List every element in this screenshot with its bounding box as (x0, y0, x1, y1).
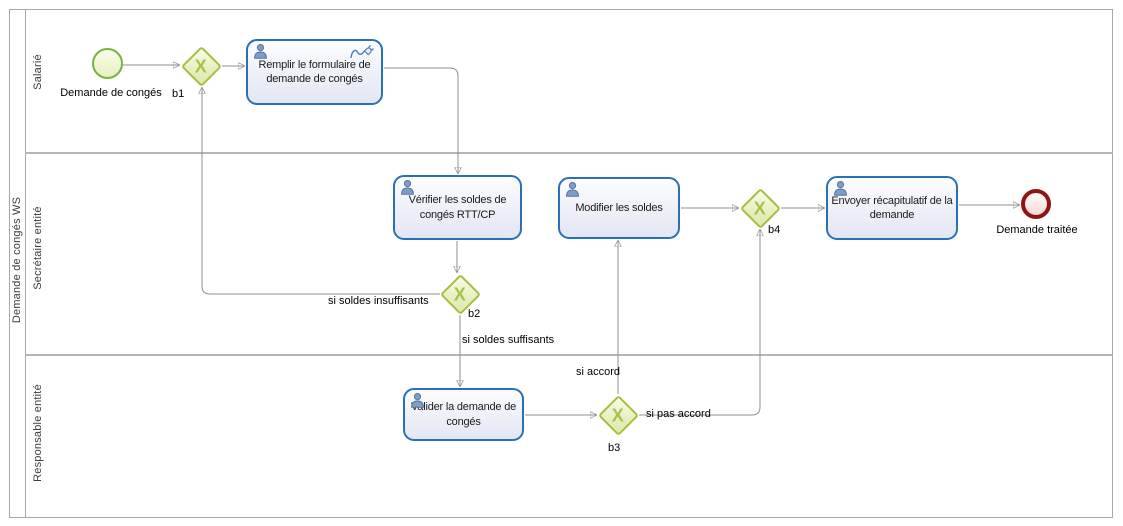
user-icon (409, 392, 426, 413)
user-icon (399, 179, 416, 200)
user-icon (832, 180, 849, 201)
task-valider-demande[interactable]: Valider la demande de congés (403, 388, 524, 441)
task-verifier-soldes[interactable]: Vérifier les soldes de congés RTT/CP (393, 175, 522, 240)
task-label: Vérifier les soldes de congés RTT/CP (408, 194, 507, 221)
lane-divider (25, 152, 1113, 154)
start-event[interactable] (92, 48, 123, 79)
pool-demande-de-conges[interactable] (9, 9, 1113, 518)
lane-divider (25, 354, 1113, 356)
xor-gateway-icon: X (753, 197, 767, 218)
lane-label-salarie: Salarié (32, 54, 44, 90)
task-label: Remplir le formulaire de demande de cong… (258, 58, 371, 85)
flow-label-insuffisants: si soldes insuffisants (328, 295, 429, 307)
flow-label-suffisants: si soldes suffisants (462, 334, 555, 346)
xor-gateway-icon: X (194, 55, 208, 76)
task-label: Valider la demande de congés (410, 401, 517, 428)
flow-label-pas-accord: si pas accord (646, 408, 711, 420)
gateway-b1-label: b1 (172, 88, 185, 100)
lane-responsable-entite[interactable] (25, 356, 1113, 517)
gateway-b4-label: b4 (768, 224, 781, 236)
user-icon (564, 181, 581, 202)
end-event[interactable] (1021, 189, 1051, 219)
task-label: Envoyer récapitulatif de la demande (831, 194, 953, 221)
xor-gateway-icon: X (611, 404, 625, 425)
xor-gateway-icon: X (453, 283, 467, 304)
pool-label-divider (25, 9, 26, 518)
user-icon (252, 43, 269, 64)
start-event-label: Demande de congés (60, 87, 162, 99)
task-modifier-soldes[interactable]: Modifier les soldes (558, 177, 680, 239)
task-remplir-formulaire[interactable]: Remplir le formulaire de demande de cong… (246, 39, 383, 105)
lane-salarie[interactable] (25, 10, 1113, 152)
gateway-b3-label: b3 (608, 442, 621, 454)
task-label: Modifier les soldes (575, 201, 663, 214)
connector-plug-icon (350, 44, 376, 65)
end-event-label: Demande traitée (996, 224, 1078, 236)
lane-label-secretaire: Secrétaire entité (32, 206, 44, 290)
gateway-b2-label: b2 (468, 308, 481, 320)
task-envoyer-recapitulatif[interactable]: Envoyer récapitulatif de la demande (826, 176, 958, 240)
pool-label: Demande de congés WS (11, 196, 23, 324)
lane-label-responsable: Responsable entité (32, 384, 44, 482)
flow-label-accord: si accord (576, 366, 621, 378)
